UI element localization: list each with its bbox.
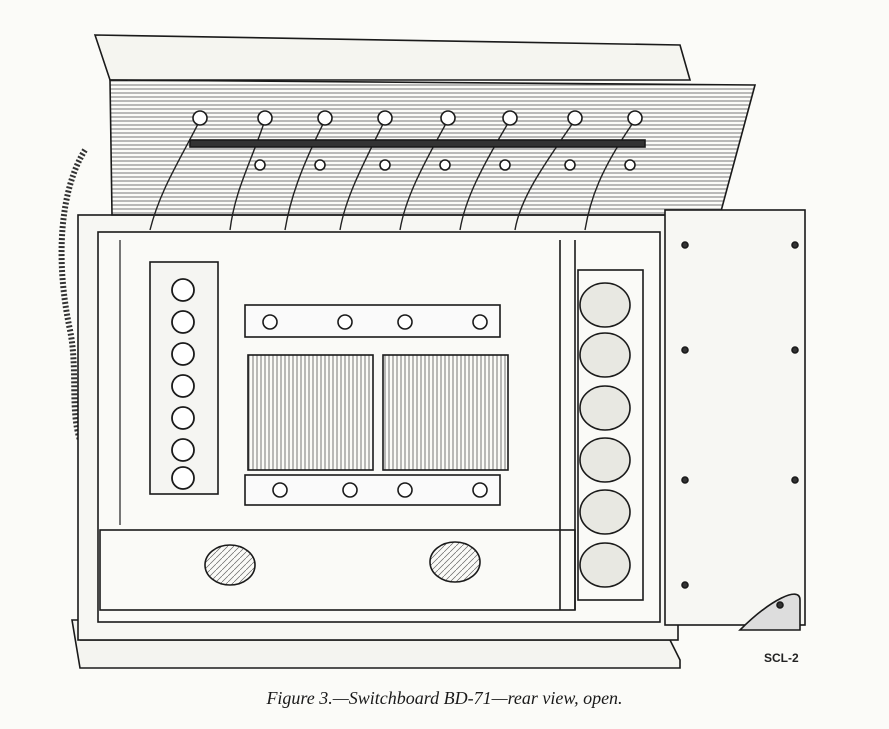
figure-tag: SCL-2 bbox=[764, 651, 799, 665]
lid-terminals bbox=[192, 110, 643, 171]
coil-right bbox=[382, 354, 509, 471]
lid-wires bbox=[149, 119, 636, 231]
lid-bar bbox=[189, 139, 646, 148]
door-hinge bbox=[738, 593, 801, 631]
binding-posts bbox=[171, 278, 195, 490]
bottom-can-right bbox=[429, 541, 481, 583]
figure-caption: Figure 3.—Switchboard BD-71—rear view, o… bbox=[266, 688, 623, 708]
top-lid bbox=[93, 34, 692, 81]
bottom-shelf bbox=[99, 529, 576, 611]
capacitor-cans bbox=[579, 282, 631, 588]
coil-left bbox=[247, 354, 374, 471]
bottom-can-left bbox=[204, 544, 256, 586]
left-cord bbox=[58, 148, 88, 441]
side-door bbox=[664, 209, 806, 626]
coil-bracket-top bbox=[244, 304, 501, 338]
door-screws bbox=[681, 241, 799, 609]
bracket-screws bbox=[262, 314, 488, 498]
